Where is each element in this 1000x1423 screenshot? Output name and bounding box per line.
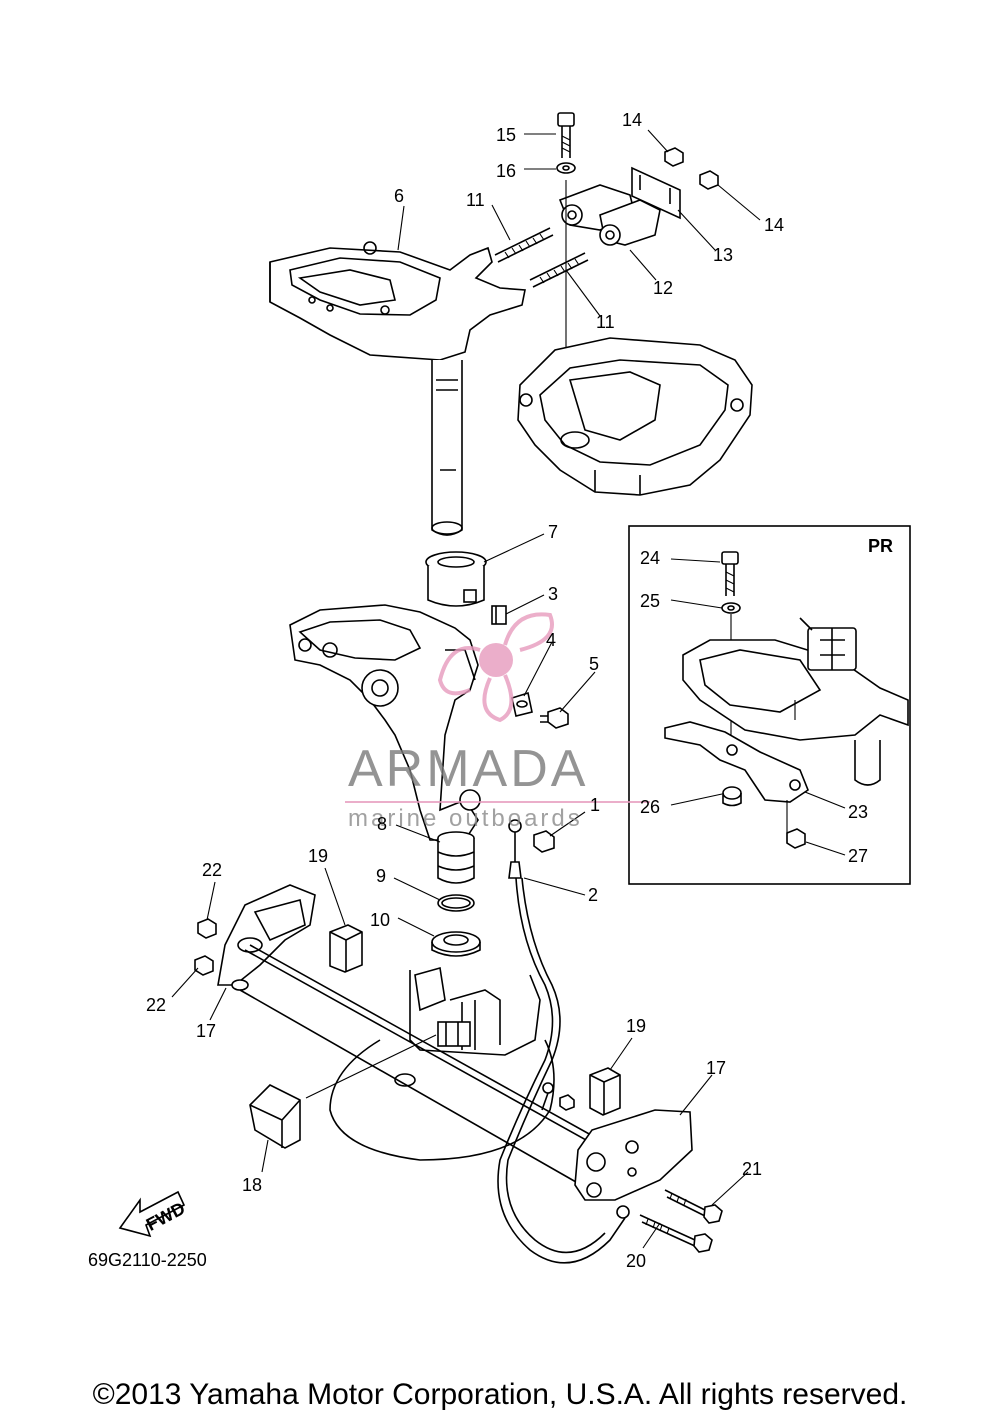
mount-hardware-part: [556, 112, 719, 420]
stud-bolts-part: [494, 227, 589, 288]
armada-watermark: ARMADA marine outboards: [345, 612, 650, 832]
callout-label: 24: [640, 548, 660, 568]
callout-label: 10: [370, 910, 390, 930]
leader-lines: [171, 129, 761, 1249]
steering-bracket-part: [269, 241, 526, 536]
lower-case-part: [329, 966, 555, 1161]
callout-label: 6: [394, 186, 404, 206]
copyright-notice: ©2013 Yamaha Motor Corporation, U.S.A. A…: [92, 1378, 908, 1411]
ground-lead-part: [497, 819, 630, 1264]
callout-label: 22: [202, 860, 222, 880]
part-number: 69G2110-2250: [88, 1250, 207, 1270]
upper-mount-left-part: [194, 884, 363, 991]
callout-label: 25: [640, 591, 660, 611]
callout-label: 22: [146, 995, 166, 1015]
callout-label: 13: [713, 245, 733, 265]
callout-label: 9: [376, 866, 386, 886]
callout-label: 11: [466, 190, 485, 210]
watermark-brand: ARMADA: [348, 740, 588, 798]
callout-label: 8: [377, 814, 387, 834]
clamp-small-parts: [491, 605, 569, 729]
callout-label: 19: [626, 1016, 646, 1036]
callout-label: 12: [653, 278, 673, 298]
callout-label: 23: [848, 802, 868, 822]
callout-label: 11: [596, 312, 615, 332]
callout-labels: 1 2 3 4 5 6 7 8 9 10 11 11 12 13 14 14 1…: [88, 110, 893, 1271]
rubber-mount-part: [558, 166, 681, 246]
callout-label: 14: [764, 215, 784, 235]
grommet-part: [249, 1084, 301, 1149]
callout-label: 18: [242, 1175, 262, 1195]
callout-label: 5: [589, 654, 599, 674]
lower-damper-part: [431, 831, 481, 957]
watermark-tagline: marine outboards: [348, 805, 583, 832]
callout-label: 2: [588, 885, 598, 905]
bushing-part: [425, 551, 487, 607]
callout-label: 20: [626, 1251, 646, 1271]
callout-label: 15: [496, 125, 516, 145]
callout-label: 7: [548, 522, 558, 542]
mount-through-bolts: [239, 944, 601, 1191]
fwd-arrow: FWD: [118, 1190, 188, 1238]
callout-label: 3: [548, 584, 558, 604]
inset-label: PR: [868, 536, 893, 556]
callout-label: 21: [742, 1159, 762, 1179]
callout-label: 17: [196, 1021, 216, 1041]
pr-inset-box: [628, 525, 911, 885]
propeller-logo-icon: [437, 612, 554, 723]
callout-label: 17: [706, 1058, 726, 1078]
callout-label: 14: [622, 110, 642, 130]
bottom-cowling-part: [517, 337, 753, 496]
callout-label: 1: [590, 795, 600, 815]
callout-label: 27: [848, 846, 868, 866]
callout-label: 4: [546, 630, 556, 650]
upper-mount-right-part: [574, 1067, 693, 1201]
mount-bolts-small: [541, 1082, 723, 1253]
callout-label: 19: [308, 846, 328, 866]
callout-label: 26: [640, 797, 660, 817]
callout-label: 16: [496, 161, 516, 181]
